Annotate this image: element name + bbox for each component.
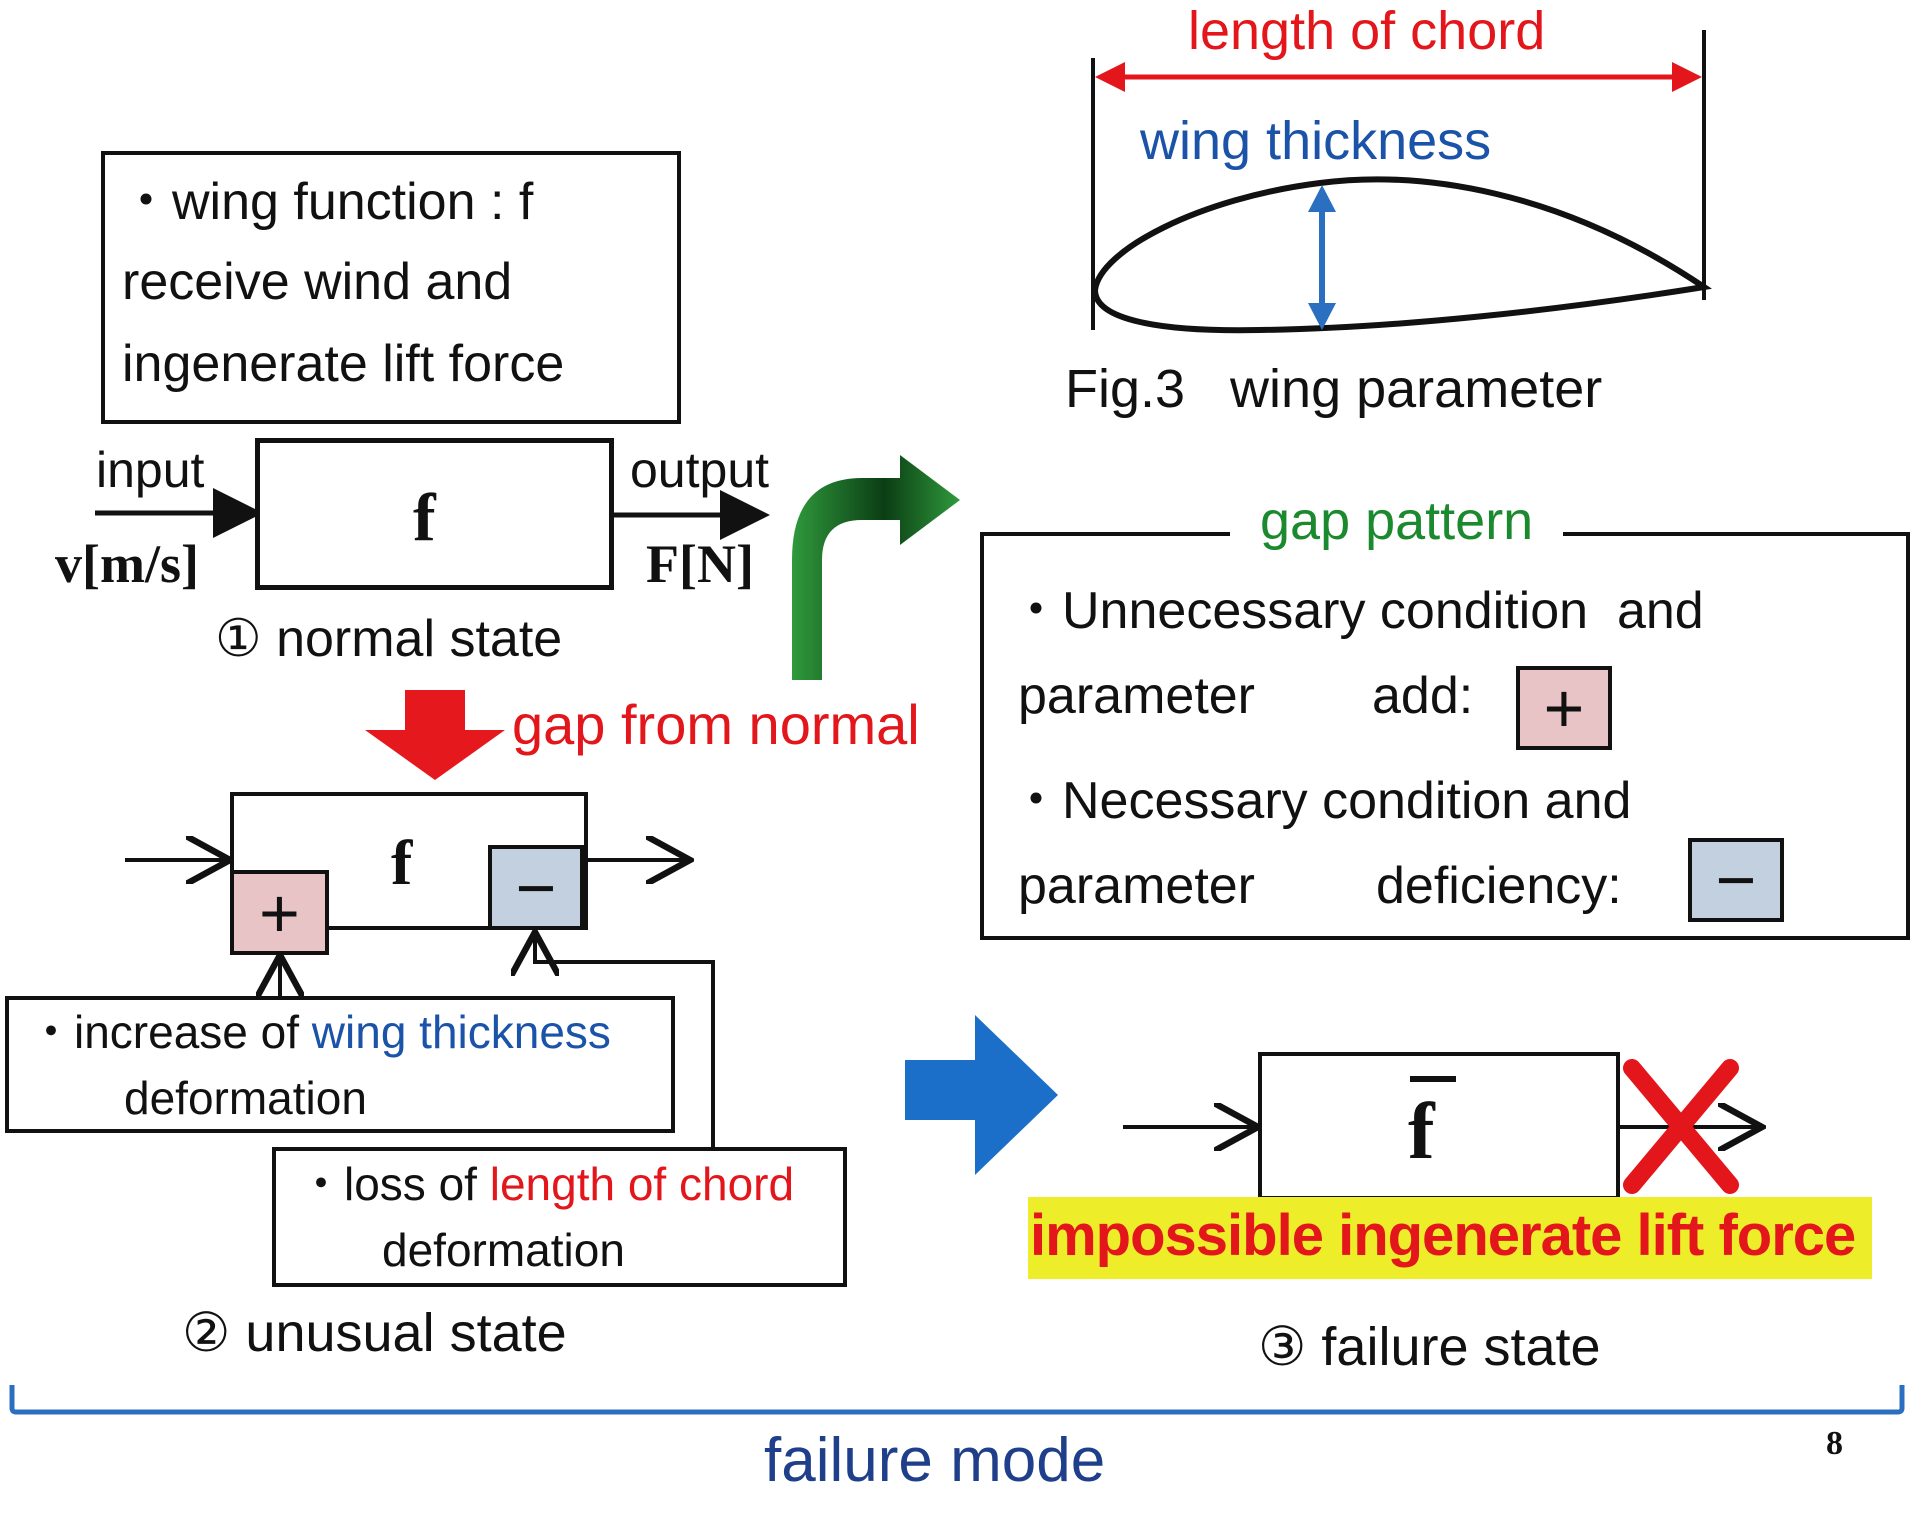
gap-pattern-item2-deficiency: deficiency: <box>1376 857 1622 915</box>
gap-pattern-item2-param: parameter <box>1018 857 1255 915</box>
gap-pattern-item1-add: add: <box>1372 667 1474 725</box>
impossible-highlight-band <box>1028 1197 1872 1279</box>
normal-state-caption: ① normal state <box>215 610 563 668</box>
chord-deformation-prefix: ・loss of <box>298 1158 490 1210</box>
wing-function-line3: ingenerate lift force <box>122 335 565 393</box>
gap-pattern-title: gap pattern <box>1230 490 1564 553</box>
wing-parameter-figure <box>1091 30 1712 334</box>
chord-deformation-line1: ・loss of length of chord <box>298 1158 794 1211</box>
thickness-label: wing thickness <box>1140 111 1492 171</box>
failure-overbar <box>1410 1076 1456 1082</box>
green-bent-arrow <box>792 455 960 680</box>
failure-function-label: f <box>1408 1088 1435 1176</box>
chord-deformation-line2: deformation <box>382 1224 625 1276</box>
gap-pattern-minus-badge: − <box>1688 838 1784 922</box>
normal-function-label: f <box>413 479 436 555</box>
thickness-deformation-highlight: wing thickness <box>311 1006 611 1058</box>
chord-deformation-highlight: length of chord <box>489 1158 795 1210</box>
thickness-deformation-line2: deformation <box>124 1072 367 1124</box>
unusual-minus-badge: − <box>488 845 584 930</box>
failure-mode-bracket <box>9 1385 1905 1415</box>
normal-function-block <box>255 438 614 590</box>
normal-input-label: input <box>96 442 205 498</box>
failure-state-caption: ③ failure state <box>1258 1317 1601 1377</box>
normal-input-unit: v[m/s] <box>55 534 199 594</box>
wing-function-line2: receive wind and <box>122 253 513 311</box>
impossible-lift-label: impossible ingenerate lift force <box>1030 1203 1856 1268</box>
gap-pattern-item2-line1: ・Necessary condition and <box>1010 772 1632 830</box>
unusual-plus-badge: + <box>230 870 329 955</box>
thickness-deformation-box <box>5 996 675 1133</box>
wing-parameter-caption: Fig.3 wing parameter <box>1065 359 1603 419</box>
unusual-state-caption: ② unusual state <box>182 1303 567 1363</box>
page-number: 8 <box>1826 1425 1843 1462</box>
thickness-arrow <box>1308 185 1336 330</box>
wing-function-line1: ・wing function : f <box>120 173 534 231</box>
red-cross-icon <box>1623 1059 1739 1194</box>
chord-label: length of chord <box>1188 1 1546 61</box>
unusual-function-label: f <box>391 827 413 898</box>
gap-pattern-plus-badge: + <box>1516 666 1612 750</box>
gap-from-normal-label: gap from normal <box>512 693 920 756</box>
failure-function-block <box>1258 1052 1620 1200</box>
gap-pattern-item1-param: parameter <box>1018 667 1255 725</box>
chord-to-minus-connector <box>535 932 715 1147</box>
wing-function-box <box>101 151 681 424</box>
normal-output-label: output <box>630 442 770 498</box>
failure-mode-label: failure mode <box>764 1426 1106 1495</box>
chord-deformation-box <box>272 1147 847 1287</box>
red-down-arrow <box>365 690 505 780</box>
thickness-deformation-line1: ・increase of wing thickness <box>28 1006 611 1059</box>
thickness-deformation-prefix: ・increase of <box>28 1006 312 1058</box>
airfoil-shape <box>1091 176 1712 334</box>
chord-arrow <box>1095 62 1702 92</box>
gap-pattern-item1-line1: ・Unnecessary condition and <box>1010 582 1704 640</box>
blue-right-arrow <box>905 1015 1058 1175</box>
normal-output-unit: F[N] <box>646 534 754 594</box>
